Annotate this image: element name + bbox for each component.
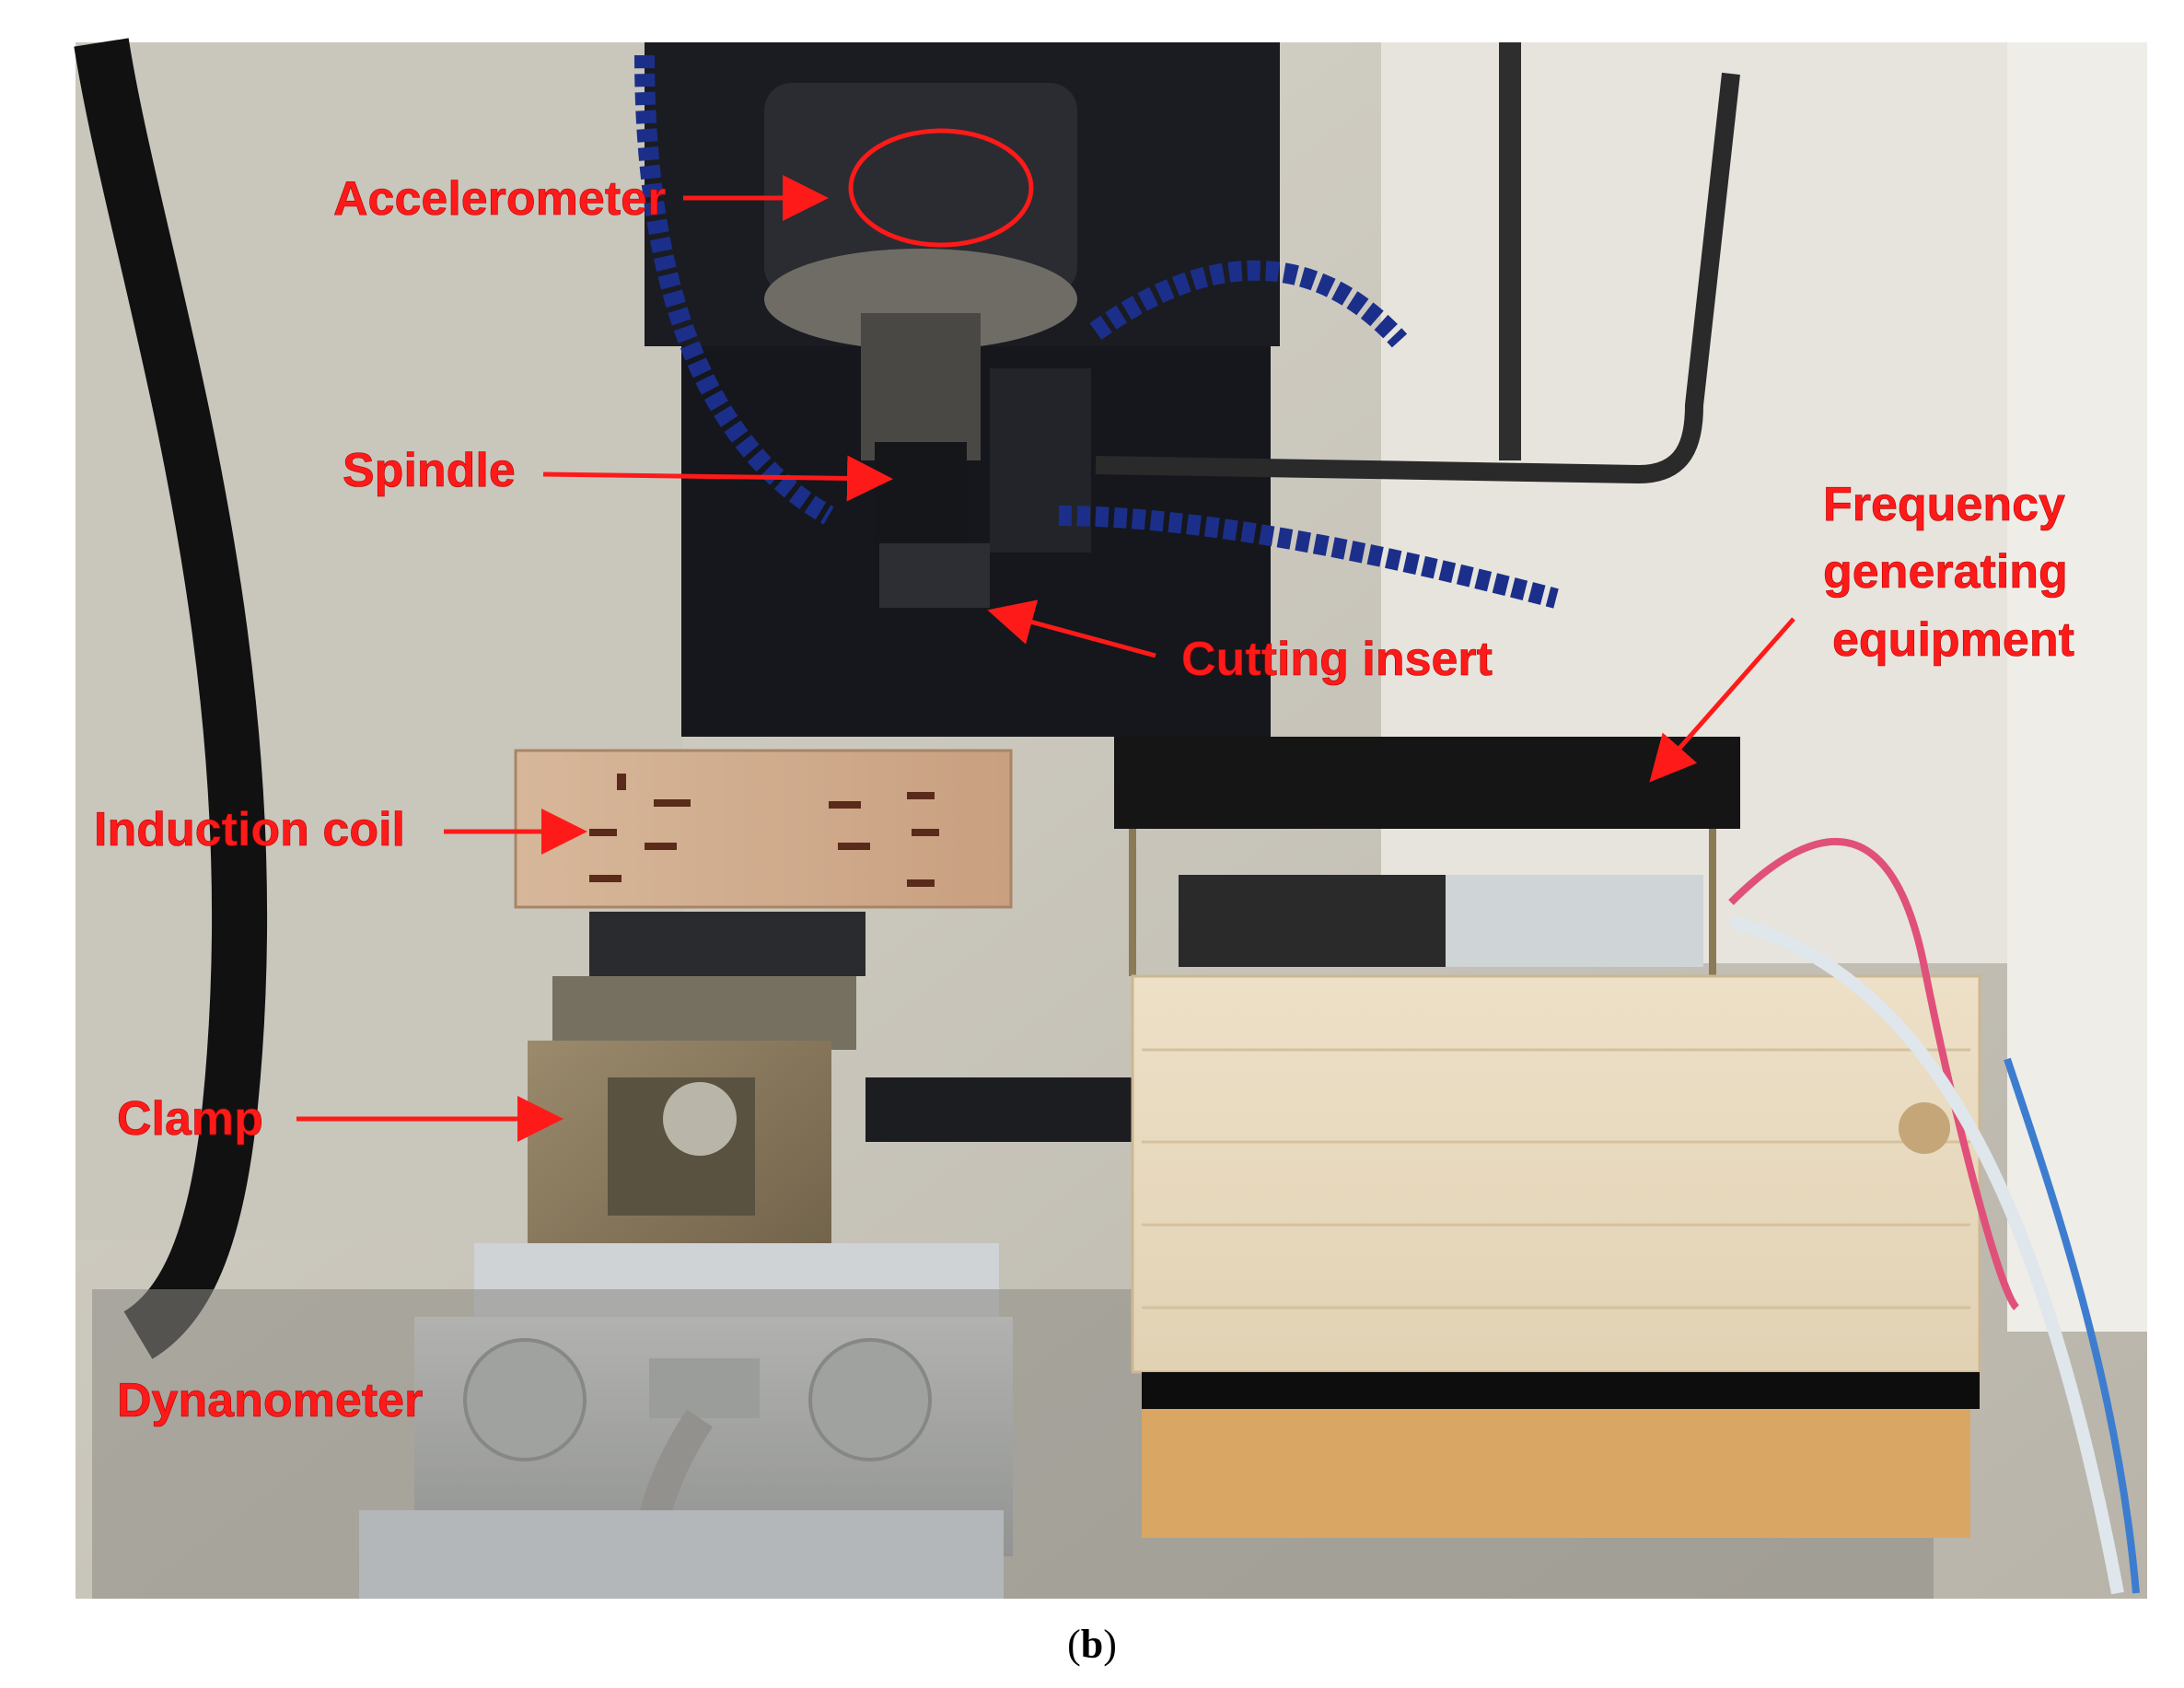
caption-open: ( [1067, 1622, 1081, 1667]
equipment-heatsink [1179, 875, 1446, 967]
induction-coil-label: Induction coil [94, 803, 405, 856]
spindle-body [861, 313, 981, 460]
cutting-insert-label: Cutting insert [1181, 633, 1493, 686]
clamp-screw [663, 1082, 737, 1156]
caption-letter: b [1081, 1622, 1103, 1667]
wood-grain [1142, 1048, 1970, 1310]
figure-caption: (b) [1067, 1622, 1117, 1667]
coolant-hose-2 [1089, 260, 1408, 348]
spindle-label: Spindle [343, 444, 516, 497]
left-hose [74, 38, 268, 1359]
vise-body [552, 976, 856, 1050]
frequency-arrow [1649, 617, 1795, 783]
frequency-label-line1: Frequency [1823, 478, 2065, 531]
equipment-fins [1446, 875, 1703, 967]
clamp-label: Clamp [117, 1092, 263, 1146]
wooden-box [1131, 974, 1981, 1374]
wall-panel-right [2007, 42, 2147, 1332]
pink-cable [1728, 837, 2020, 1310]
dynamometer-label: Dynanometer [117, 1374, 423, 1427]
coolant-pipe [1095, 72, 1740, 484]
coil-marks [589, 774, 939, 887]
box-base [1142, 1409, 1970, 1538]
vise-base [589, 912, 865, 976]
coolant-hose-3 [1058, 506, 1559, 609]
spindle-arrow [542, 455, 893, 502]
cutting-insert-arrow [987, 600, 1156, 658]
frequency-label-line2: generating [1823, 545, 2068, 599]
accelerometer-label: Accelerometer [333, 172, 666, 226]
caption-close: ) [1103, 1622, 1117, 1667]
equipment-frame-top [1114, 737, 1740, 829]
frequency-label-line3: equipment [1832, 613, 2074, 667]
side-block [990, 368, 1091, 553]
spindle-housing [764, 83, 1077, 295]
clear-cable [1729, 914, 2124, 1595]
dyno-front [359, 1510, 1004, 1599]
box-black-strip [1142, 1372, 1980, 1409]
wood-knot [1899, 1102, 1950, 1154]
accelerometer-circle [848, 128, 1034, 248]
blue-cable [2004, 1057, 2140, 1594]
spindle-flange [764, 249, 1077, 350]
cutter-head [879, 543, 990, 608]
clamp-arm [865, 1077, 1133, 1142]
